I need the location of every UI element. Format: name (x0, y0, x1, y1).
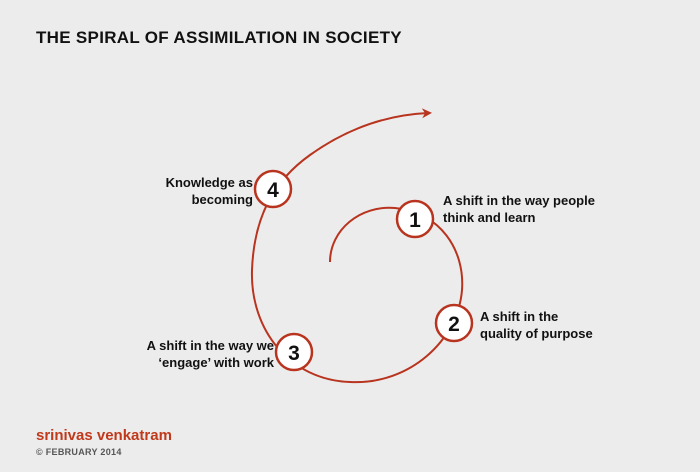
node-2: 2 (434, 303, 474, 343)
svg-text:2: 2 (448, 313, 460, 336)
author-brand: srinivas venkatram (36, 427, 172, 444)
svg-text:3: 3 (288, 342, 300, 365)
node-1: 1 (395, 199, 435, 239)
node-4: 4 (253, 169, 293, 209)
svg-text:4: 4 (267, 179, 279, 202)
copyright-notice: © FEBRUARY 2014 (36, 447, 122, 457)
node-4-label: Knowledge as becoming (165, 175, 253, 207)
node-1-label: A shift in the way people think and lear… (443, 193, 595, 225)
node-2-label: A shift in the quality of purpose (480, 309, 593, 341)
svg-text:1: 1 (409, 209, 421, 232)
node-3-label: A shift in the way we ‘engage’ with work (146, 338, 274, 370)
node-3: 3 (274, 332, 314, 372)
diagram-title: THE SPIRAL OF ASSIMILATION IN SOCIETY (36, 28, 402, 47)
